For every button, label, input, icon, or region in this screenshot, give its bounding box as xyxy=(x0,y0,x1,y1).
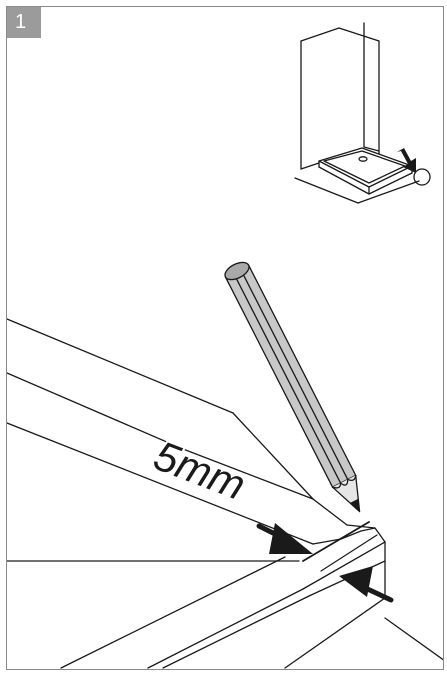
step-number-badge: 1 xyxy=(7,7,41,38)
instruction-panel: 5mm 1 xyxy=(6,6,444,670)
pencil-icon xyxy=(224,261,361,513)
detail-circle-icon xyxy=(413,168,431,186)
measurement-label: 5mm xyxy=(148,432,252,509)
shower-enclosure-overview-icon xyxy=(294,22,431,204)
arrow-right-icon xyxy=(256,523,313,554)
installation-illustration: 5mm xyxy=(7,22,443,669)
arrow-left-icon xyxy=(339,566,394,603)
